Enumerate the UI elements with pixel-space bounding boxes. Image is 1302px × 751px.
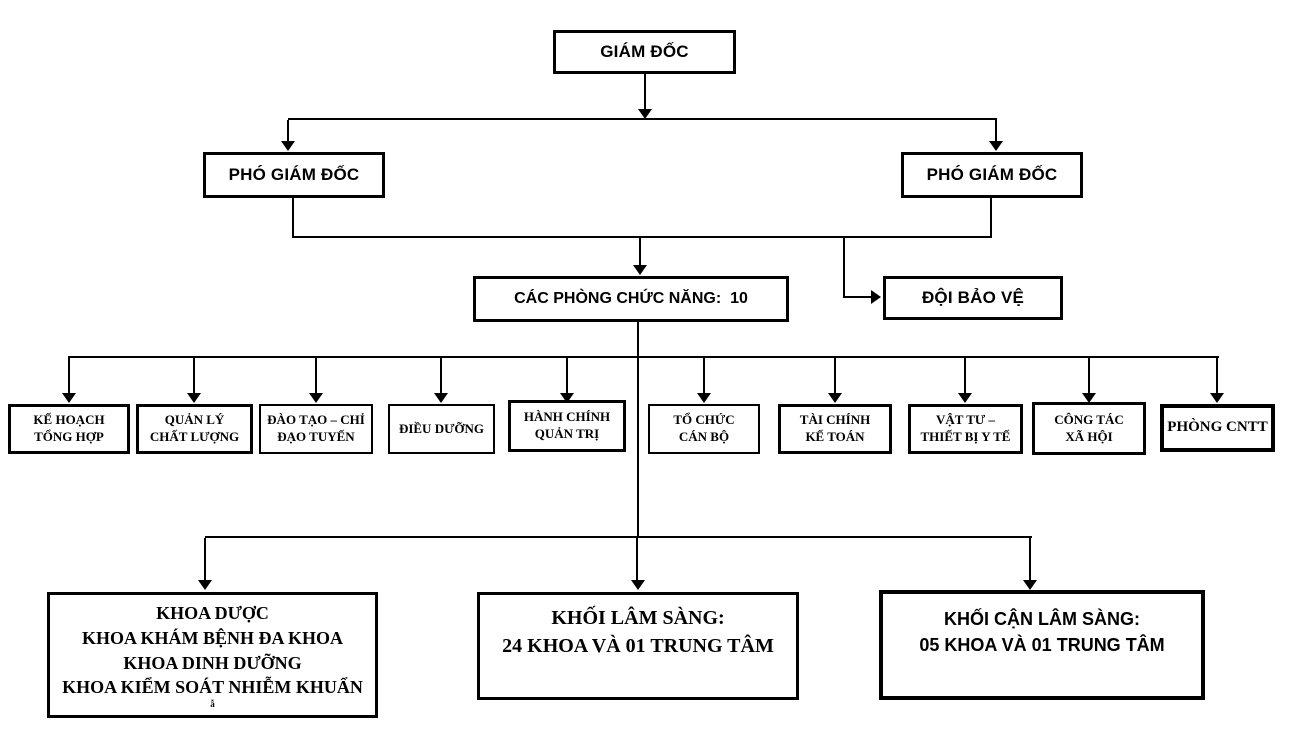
deputy-right-label: PHÓ GIÁM ĐỐC [926, 165, 1058, 184]
dept-line: CÔNG TÁC [1054, 411, 1124, 427]
connector-dept-drop-3 [315, 358, 317, 393]
connector-dept-drop-4 [440, 358, 442, 393]
dept-line: VẬT TƯ – [936, 412, 995, 428]
arrowhead-dept-2-icon [187, 393, 201, 403]
connector-dept-drop-7 [834, 358, 836, 393]
connector-functional-drop [639, 238, 641, 267]
connector-dept-drop-1 [68, 358, 70, 393]
arrowhead-dept-3-icon [309, 393, 323, 403]
arrowhead-bottom-right-icon [1023, 580, 1037, 590]
arrowhead-dept-7-icon [828, 393, 842, 403]
box-dept-nursing: ĐIỀU DƯỠNG [388, 404, 495, 454]
paraclinical-line: KHỐI CẬN LÂM SÀNG: [944, 609, 1140, 629]
connector-bottom-drop-right [1029, 538, 1031, 582]
arrowhead-deputy-right-icon [989, 141, 1003, 151]
box-dept-social-work: CÔNG TÁC XÃ HỘI [1032, 402, 1146, 455]
dept-line: ĐÀO TẠO – CHỈ [267, 412, 365, 428]
connector-central-spine [637, 322, 639, 538]
box-dept-medical-equipment: VẬT TƯ – THIẾT BỊ Y TẾ [908, 404, 1023, 454]
arrowhead-director-icon [638, 109, 652, 119]
arrowhead-dept-4-icon [434, 393, 448, 403]
box-dept-training-direction: ĐÀO TẠO – CHỈ ĐẠO TUYẾN [259, 404, 373, 454]
dept-line: HÀNH CHÍNH [523, 409, 611, 425]
connector-dept-drop-6 [703, 358, 705, 393]
dept-line: QUẢN TRỊ [534, 426, 600, 441]
arrowhead-dept-10-icon [1210, 393, 1224, 403]
connector-deputies-horizontal [288, 118, 997, 120]
box-dept-administration: HÀNH CHÍNH QUẢN TRỊ [508, 400, 626, 452]
clinical-line: 24 KHOA VÀ 01 TRUNG TÂM [502, 634, 774, 657]
box-dept-it: PHÒNG CNTT [1160, 404, 1275, 452]
dept-line: THIẾT BỊ Y TẾ [920, 429, 1011, 444]
dept-line: XÃ HỘI [1065, 428, 1113, 444]
connector-dept-drop-2 [193, 358, 195, 393]
connector-bottom-drop-left [204, 538, 206, 582]
dept-line: CHẤT LƯỢNG [149, 429, 240, 444]
connector-bottom-drop-middle [636, 538, 638, 582]
box-director: GIÁM ĐỐC [553, 30, 736, 74]
box-clinical-block: KHỐI LÂM SÀNG: 24 KHOA VÀ 01 TRUNG TÂM [477, 592, 799, 700]
connector-deputy-left-down [292, 198, 294, 238]
dept-line: KẾ TOÁN [805, 429, 865, 444]
arrowhead-functional-icon [633, 265, 647, 275]
connector-departments-horizontal [68, 356, 1219, 358]
connector-dept-drop-8 [964, 358, 966, 393]
dept-line: TỔ CHỨC [673, 412, 735, 428]
connector-director-down [644, 74, 646, 111]
arrowhead-bottom-middle-icon [631, 580, 645, 590]
connector-security-horizontal [843, 296, 873, 298]
connector-dept-drop-9 [1088, 358, 1090, 393]
arrowhead-dept-6-icon [697, 393, 711, 403]
arrowhead-security-icon [871, 290, 881, 304]
dept-line: ĐIỀU DƯỠNG [398, 420, 485, 436]
dept-line: ĐẠO TUYẾN [277, 429, 355, 444]
director-label: GIÁM ĐỐC [600, 42, 689, 61]
pharmacy-line: KHOA DƯỢC [156, 602, 269, 623]
pharmacy-line: KHOA DINH DƯỠNG [123, 652, 302, 673]
connector-merge-horizontal [292, 236, 992, 238]
functional-header-label: CÁC PHÒNG CHỨC NĂNG: 10 [514, 290, 748, 307]
dept-line: TỔNG HỢP [34, 429, 104, 444]
connector-security-vertical [843, 238, 845, 298]
arrowhead-dept-8-icon [958, 393, 972, 403]
dept-line: PHÒNG CNTT [1167, 419, 1268, 436]
arrowhead-dept-9-icon [1082, 393, 1096, 403]
connector-deputy-right-down [990, 198, 992, 238]
dept-line: QUẢN LÝ [164, 412, 225, 428]
box-dept-planning-general: KẾ HOẠCH TỔNG HỢP [8, 404, 130, 454]
dept-line: KẾ HOẠCH [33, 412, 105, 428]
box-dept-quality-management: QUẢN LÝ CHẤT LƯỢNG [136, 404, 253, 454]
connector-dept-drop-10 [1216, 358, 1218, 393]
arrowhead-bottom-left-icon [198, 580, 212, 590]
box-functional-departments-header: CÁC PHÒNG CHỨC NĂNG: 10 [473, 276, 789, 322]
box-pharmacy-departments: KHOA DƯỢC KHOA KHÁM BỆNH ĐA KHOA KHOA DI… [47, 592, 378, 718]
connector-deputy-left-drop [287, 120, 289, 143]
pharmacy-line: KHOA KHÁM BỆNH ĐA KHOA [81, 627, 344, 648]
box-security-team: ĐỘI BẢO VỆ [883, 276, 1063, 320]
dept-line: TÀI CHÍNH [799, 412, 871, 428]
connector-dept-drop-5 [566, 358, 568, 393]
box-paraclinical-block: KHỐI CẬN LÂM SÀNG: 05 KHOA VÀ 01 TRUNG T… [879, 590, 1205, 700]
connector-deputy-right-drop [995, 120, 997, 143]
box-deputy-director-left: PHÓ GIÁM ĐỐC [203, 152, 385, 198]
connector-bottom-horizontal [205, 536, 1032, 538]
box-deputy-director-right: PHÓ GIÁM ĐỐC [901, 152, 1083, 198]
deputy-left-label: PHÓ GIÁM ĐỐC [228, 165, 360, 184]
arrowhead-dept-5-icon [560, 393, 574, 403]
box-dept-personnel: TỔ CHỨC CÁN BỘ [648, 404, 760, 454]
paraclinical-line: 05 KHOA VÀ 01 TRUNG TÂM [919, 635, 1165, 656]
clinical-line: KHỐI LÂM SÀNG: [551, 607, 725, 629]
arrowhead-dept-1-icon [62, 393, 76, 403]
dept-line: CÁN BỘ [678, 429, 730, 444]
arrowhead-deputy-left-icon [281, 141, 295, 151]
security-team-label: ĐỘI BẢO VỆ [921, 288, 1025, 307]
pharmacy-artifact-mark: ẫ [210, 699, 215, 710]
box-dept-finance-accounting: TÀI CHÍNH KẾ TOÁN [778, 404, 892, 454]
pharmacy-line: KHOA KIỂM SOÁT NHIỄM KHUẨN [62, 677, 363, 698]
